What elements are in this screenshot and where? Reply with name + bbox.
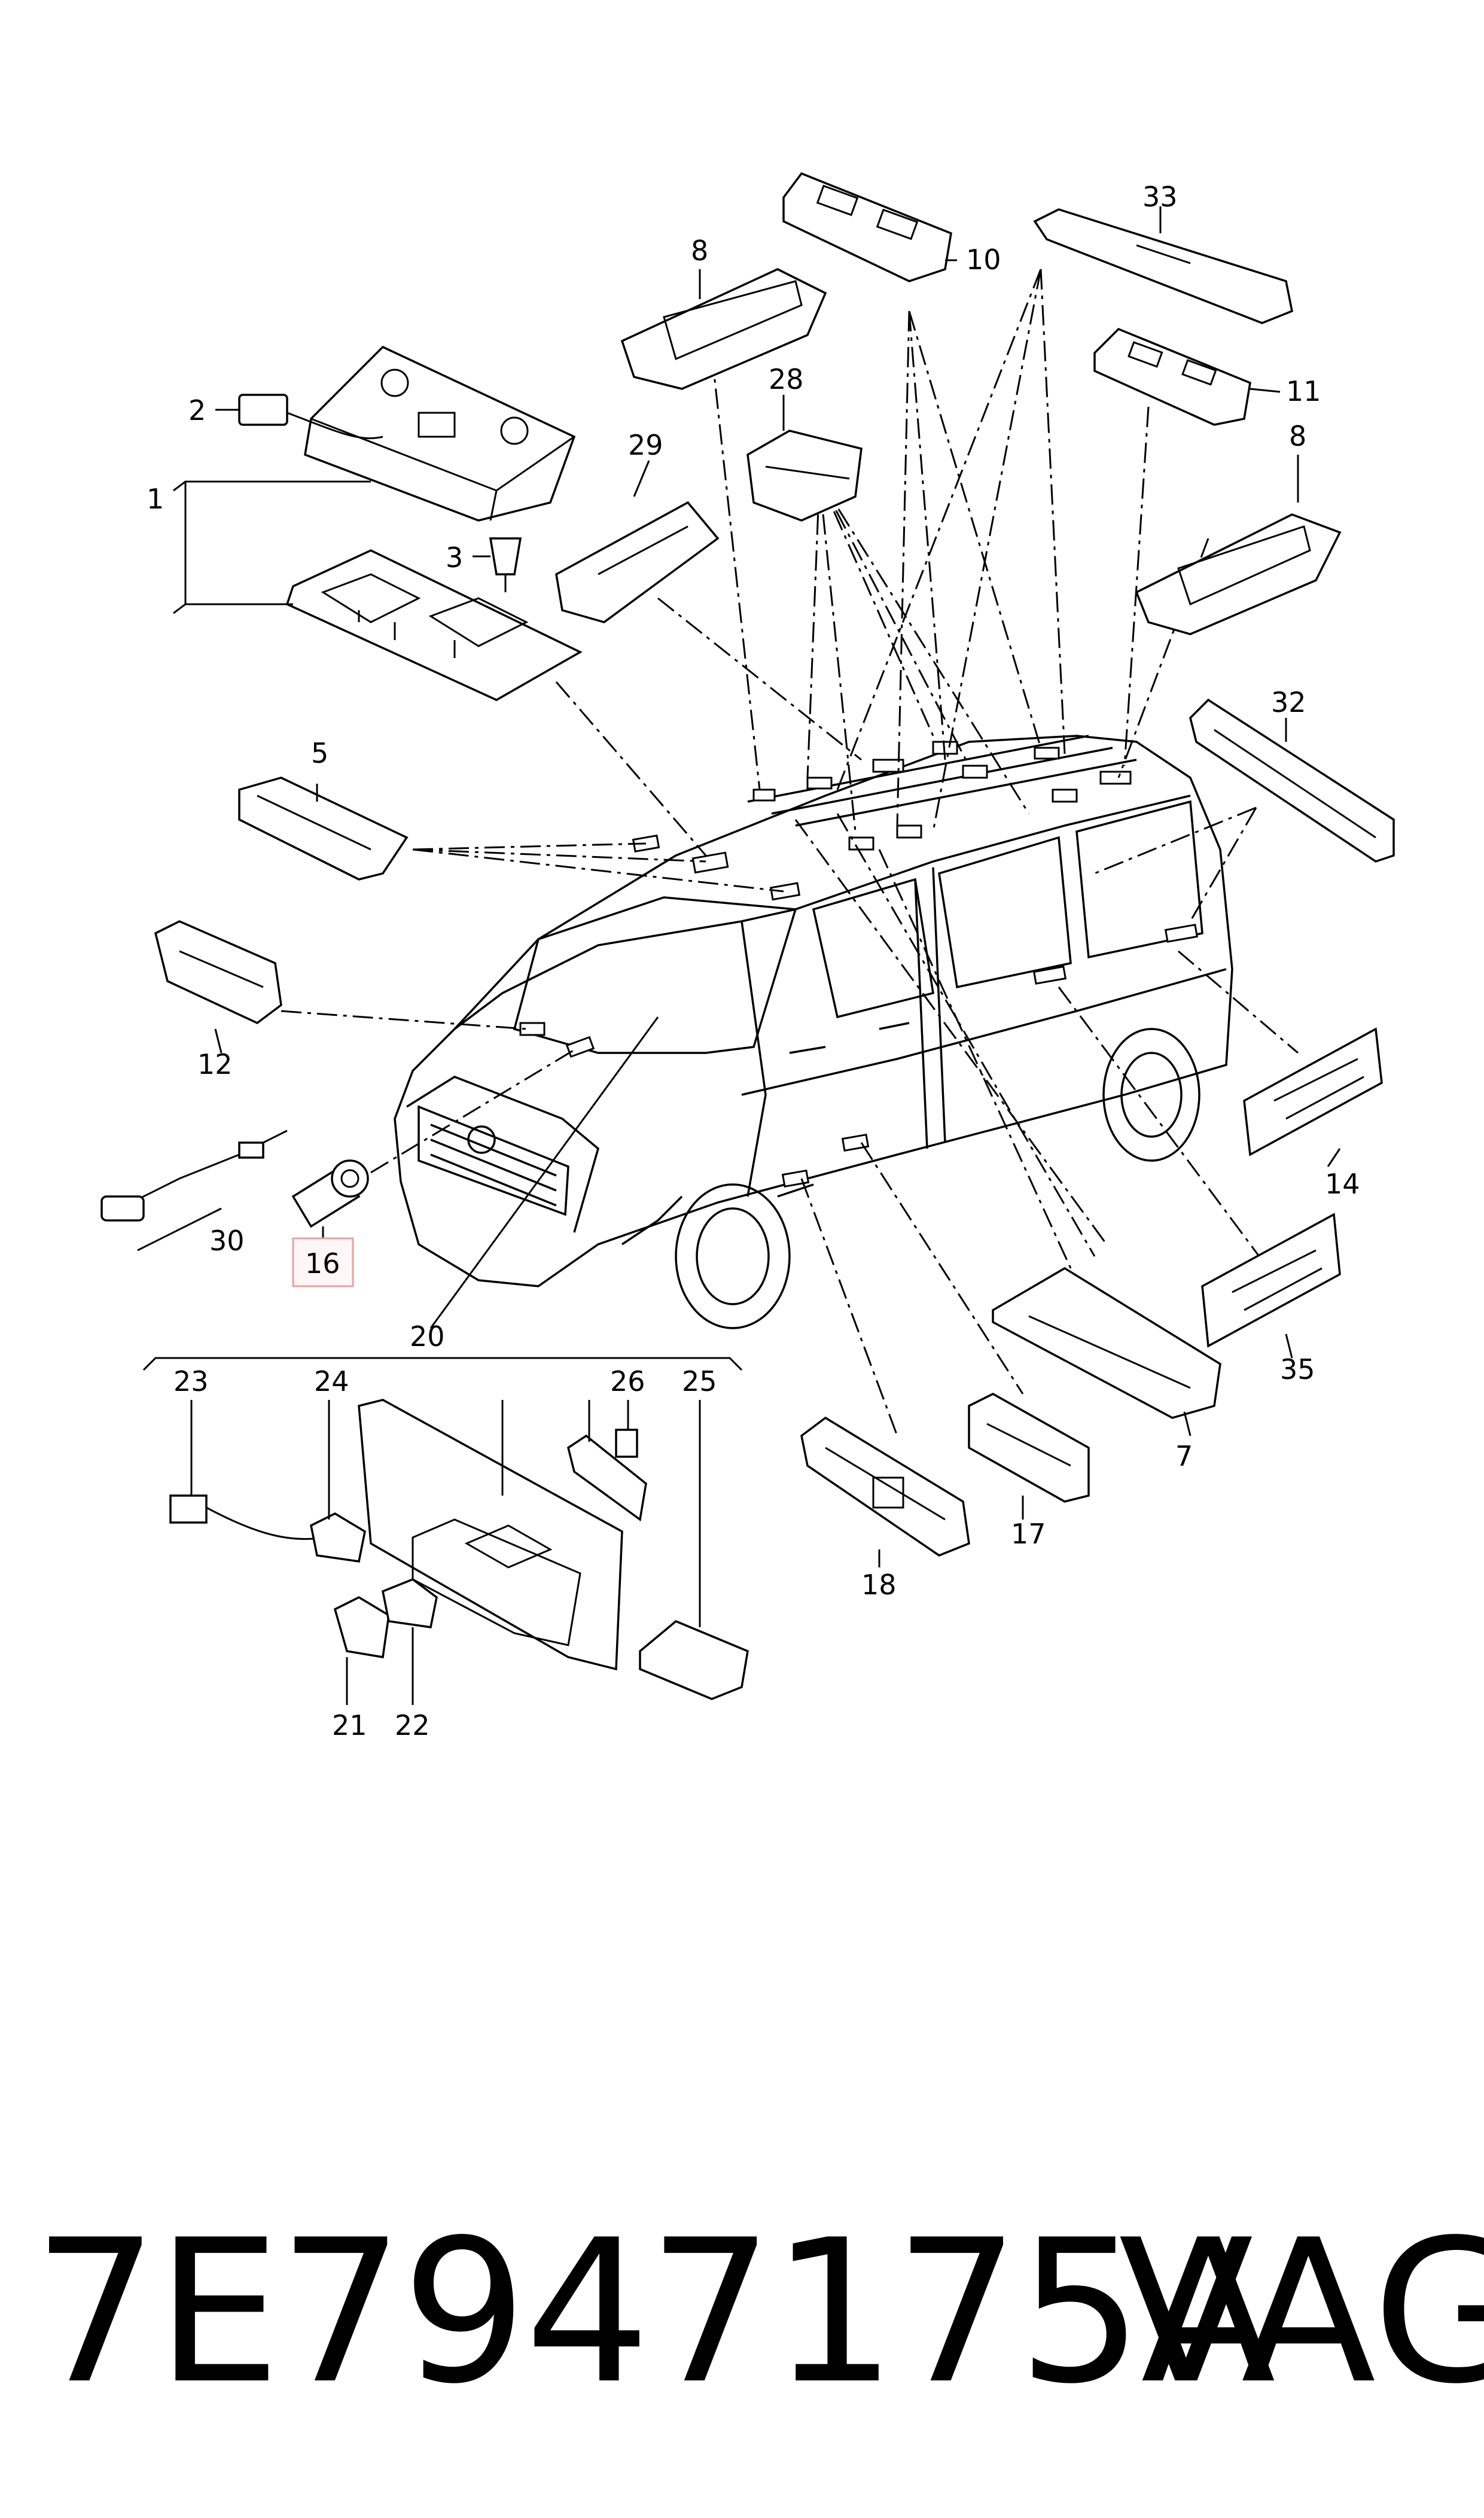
- part-23-connector: [169, 1494, 324, 1540]
- callout-8b: 8: [1289, 420, 1306, 452]
- callout-32: 32: [1271, 686, 1306, 718]
- callout-35: 35: [1280, 1353, 1315, 1386]
- part-28-light: [746, 430, 863, 522]
- callout-14: 14: [1325, 1168, 1360, 1200]
- callout-26: 26: [610, 1365, 645, 1397]
- callout-10: 10: [966, 243, 1001, 276]
- brand-name: VAG: [1119, 2197, 1484, 2427]
- part-7-light: [992, 1266, 1221, 1419]
- part-1-roof-console: [285, 345, 583, 701]
- part-29-light: [555, 501, 720, 623]
- callout-22: 22: [395, 1709, 430, 1741]
- part-number: 7E7947175A: [33, 2197, 1276, 2427]
- callout-7: 7: [1175, 1440, 1193, 1472]
- part-24-connector: [310, 1512, 366, 1563]
- highlight-box: [292, 1237, 354, 1287]
- part-8-light-upper: [620, 268, 827, 390]
- part-26-frame: [567, 1434, 647, 1522]
- part-8-light-lower: [1135, 513, 1342, 635]
- part-30-cable: [100, 1129, 288, 1252]
- callout-5: 5: [311, 737, 328, 769]
- parts-diagram: 1 2 3 5 7 8 8 10 11 12 14 16 17 18 20 21…: [100, 172, 1395, 1741]
- part-5-light: [238, 777, 409, 881]
- callout-labels: 1 2 3 5 7 8 8 10 11 12 14 16 17 18 20 21…: [147, 181, 1360, 1741]
- callout-29: 29: [628, 429, 663, 461]
- part-25-light: [639, 1619, 749, 1700]
- callout-21: 21: [332, 1709, 367, 1741]
- callout-25: 25: [682, 1365, 717, 1397]
- part-32-light-strip: [1189, 698, 1395, 863]
- part-33-light: [1033, 208, 1294, 324]
- callout-24: 24: [314, 1365, 349, 1397]
- part-26-clip: [615, 1429, 638, 1458]
- callout-33: 33: [1142, 181, 1178, 213]
- callout-18: 18: [861, 1569, 897, 1601]
- part-16-socket: [291, 1159, 369, 1228]
- callout-11: 11: [1286, 375, 1321, 407]
- callout-17: 17: [1011, 1518, 1046, 1550]
- callout-2: 2: [188, 394, 206, 427]
- part-2-wiring-plug: [238, 394, 383, 440]
- leader-lines: [281, 269, 1299, 1436]
- callout-12: 12: [197, 1048, 233, 1080]
- part-14-switch: [1243, 1027, 1383, 1156]
- callout-8a: 8: [691, 235, 708, 267]
- callout-23: 23: [173, 1365, 209, 1397]
- part-22-switch: [381, 1578, 438, 1628]
- part-20-glovebox-group: [142, 1357, 743, 1671]
- part-21-switch: [333, 1596, 390, 1659]
- part-10-switch: [782, 172, 952, 282]
- callout-leaders: [173, 206, 1341, 1705]
- callout-20: 20: [410, 1320, 445, 1353]
- callout-30: 30: [209, 1225, 245, 1257]
- part-11-switch: [1093, 327, 1251, 426]
- callout-28: 28: [769, 363, 804, 395]
- callout-3: 3: [446, 541, 463, 574]
- part-12-light: [154, 920, 282, 1025]
- callout-16: 16: [305, 1247, 340, 1280]
- light-positions: [519, 741, 1199, 1188]
- part-17-light: [968, 1393, 1090, 1503]
- part-3-screw: [489, 537, 522, 592]
- part-35-switch: [1201, 1213, 1341, 1348]
- callout-1: 1: [147, 483, 164, 515]
- part-18-light: [800, 1416, 970, 1557]
